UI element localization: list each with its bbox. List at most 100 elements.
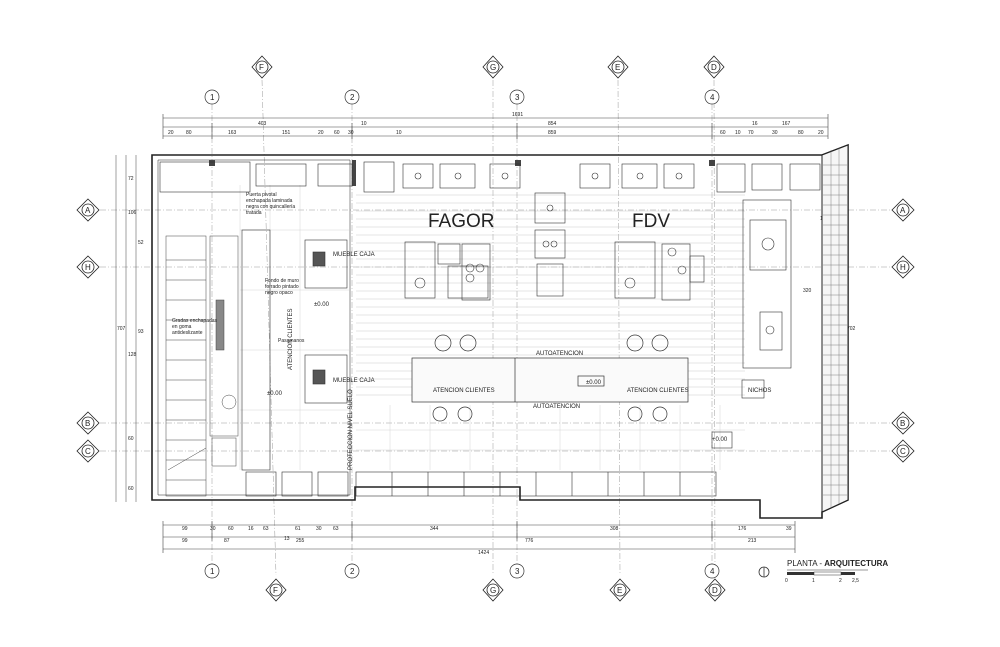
- grid-row-right-b: B: [900, 419, 905, 428]
- dim-left-7: 60: [128, 486, 134, 492]
- grid-bubble-bottom-2: 2: [350, 567, 355, 576]
- grid-row-left-h: H: [85, 263, 91, 272]
- dim-left-1: 106: [128, 210, 137, 216]
- cashier-desks: [241, 229, 348, 471]
- tag-mueble-caja-bottom: MUEBLE CAJA: [333, 378, 375, 384]
- scale-tick-0: 0: [785, 578, 788, 584]
- dim-bot-r2-3: 255: [296, 538, 305, 544]
- grid-row-right-c: C: [900, 447, 906, 456]
- dim-top-r3-11: 70: [748, 130, 754, 136]
- dim-top-d: 16: [752, 121, 758, 127]
- right-display-cabinet: [741, 199, 792, 399]
- dimension-ticks: [162, 114, 829, 553]
- dim-bot-r1-3: 16: [248, 526, 254, 532]
- dim-top-b: 10: [361, 121, 367, 127]
- grid-row-left-c: C: [85, 447, 91, 456]
- dim-bot-r1-7: 63: [333, 526, 339, 532]
- scale-tick-3: 2,5: [852, 578, 859, 584]
- grid-diamond-bottom-g: G: [490, 586, 496, 595]
- scale-tick-1: 1: [812, 578, 815, 584]
- dim-bot-r2-1: 87: [224, 538, 230, 544]
- dimension-texts: 1691 403 10 854 16 167 20 80 163 151 20 …: [117, 112, 856, 556]
- grid-diamond-bottom-e: E: [617, 586, 622, 595]
- tag-atencion-left: ATENCION CLIENTES: [433, 388, 495, 394]
- grid-row-right-h: H: [900, 263, 906, 272]
- dim-top-r3-3: 151: [282, 130, 291, 136]
- grid-bubble-top-1: 1: [210, 93, 215, 102]
- dim-top-r3-10: 10: [735, 130, 741, 136]
- grid-diamonds: [76, 55, 915, 602]
- grid-diamond-top-f: F: [259, 63, 264, 72]
- dim-top-r3-8: 859: [548, 130, 557, 136]
- brand-label-fagor: FAGOR: [428, 211, 495, 232]
- dim-top-r3-5: 60: [334, 130, 340, 136]
- brand-label-fdv: FDV: [632, 211, 670, 232]
- level-marker-1: ±0.00: [267, 391, 283, 397]
- dim-bot-r1-9: 308: [610, 526, 619, 532]
- dim-right-2: 702: [847, 326, 856, 332]
- grid-bubble-bottom-4: 4: [710, 567, 715, 576]
- title-block: PLANTA - ARQUITECTURA 0 1 2 2,5: [758, 559, 888, 584]
- dim-bot-r1-8: 344: [430, 526, 439, 532]
- dim-left-2: 52: [138, 240, 144, 246]
- dim-left-4: 707: [117, 326, 126, 332]
- bottom-wall-cabinets: [245, 431, 733, 497]
- tag-autoatencion-upper: AUTOATENCION: [536, 351, 583, 357]
- dim-bot-r1-11: 39: [786, 526, 792, 532]
- level-marker-4: +0.00: [712, 437, 728, 443]
- dim-bot-total: 1424: [478, 550, 489, 556]
- dim-bot-r1-2: 60: [228, 526, 234, 532]
- dim-bot-r2-2: 13: [284, 536, 290, 542]
- level-marker-3: ±0.00: [586, 380, 602, 386]
- tag-nichos: NICHOS: [748, 388, 771, 394]
- grid-diamond-top-d: D: [711, 63, 717, 72]
- center-column: [534, 192, 566, 297]
- top-wall-appliances: [159, 161, 821, 193]
- grid-row-left-a: A: [85, 206, 91, 215]
- grid-diamond-bottom-d: D: [712, 586, 718, 595]
- dim-left-3: 128: [128, 352, 137, 358]
- dim-bot-r1-1: 30: [210, 526, 216, 532]
- scale-tick-2: 2: [839, 578, 842, 584]
- dim-right-1: 320: [803, 288, 812, 294]
- grid-diamond-top-g: G: [490, 63, 496, 72]
- dim-bot-r1-10: 176: [738, 526, 747, 532]
- title-subject: ARQUITECTURA: [824, 559, 888, 568]
- brick-wall-right: [821, 144, 849, 513]
- dim-left-6: 60: [128, 436, 134, 442]
- dim-top-r3-9: 60: [720, 130, 726, 136]
- grid-diamond-bottom-f: F: [273, 586, 278, 595]
- dim-top-a: 403: [258, 121, 267, 127]
- dim-top-r3-2: 163: [228, 130, 237, 136]
- dim-top-r3-6: 30: [348, 130, 354, 136]
- level-marker-2: ±0.00: [314, 302, 330, 308]
- dim-top-r3-4: 20: [318, 130, 324, 136]
- staircase: [165, 235, 239, 497]
- grid-bubble-top-4: 4: [710, 93, 715, 102]
- dim-top-c: 854: [548, 121, 557, 127]
- dim-bot-r2-5: 213: [748, 538, 757, 544]
- title-planta: PLANTA: [787, 559, 818, 568]
- tag-mueble-caja-top: MUEBLE CAJA: [333, 252, 375, 258]
- dim-top-r3-7: 10: [396, 130, 402, 136]
- tag-autoatencion-lower: AUTOATENCION: [533, 404, 580, 410]
- dim-bot-r1-6: 30: [316, 526, 322, 532]
- fdv-display-island: [614, 241, 705, 301]
- dim-top-r3-1: 80: [186, 130, 192, 136]
- fagor-display-island: [404, 241, 491, 301]
- tag-atencion-right: ATENCION CLIENTES: [627, 388, 689, 394]
- dimension-lines: [115, 117, 846, 550]
- dim-bot-r1-4: 63: [263, 526, 269, 532]
- dim-top-r3-12: 30: [772, 130, 778, 136]
- grid-bubble-bottom-3: 3: [515, 567, 520, 576]
- dim-top-r3-13: 80: [798, 130, 804, 136]
- service-counter: [411, 334, 689, 422]
- grid-row-right-a: A: [900, 206, 906, 215]
- dim-left-0: 72: [128, 176, 134, 182]
- dim-bot-r1-5: 61: [295, 526, 301, 532]
- grid-bubbles-top: [204, 89, 720, 579]
